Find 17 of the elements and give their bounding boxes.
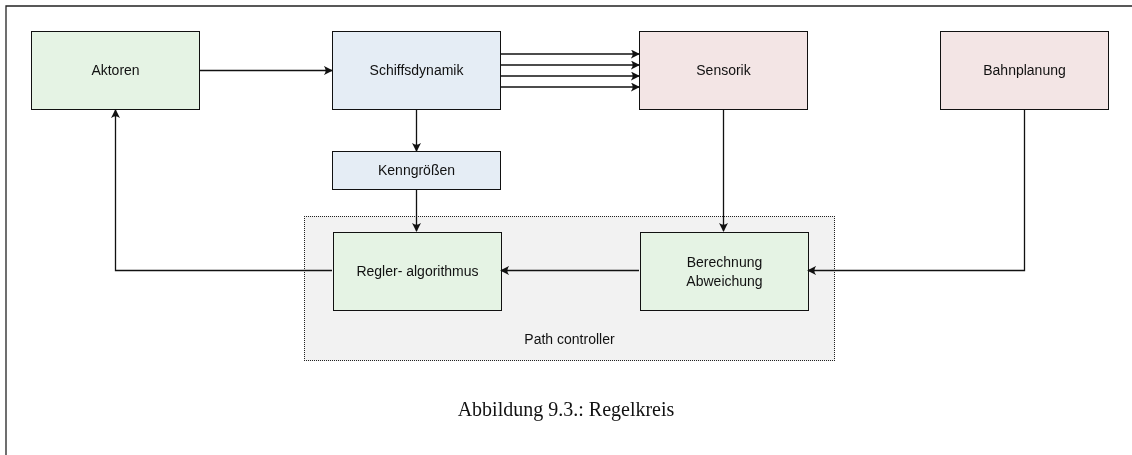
group-box [304,216,835,361]
process-box [332,151,501,190]
process-box [333,232,502,311]
figure-caption: Abbildung 9.3.: Regelkreis [456,398,676,421]
process-box [31,31,200,110]
node-label: Kenngrößen [377,161,456,180]
node-label: Regler- algorithmus [356,262,479,281]
node-label: Schiffsdynamik [369,61,464,80]
node-label: Path controller [524,329,615,348]
node-label: Aktoren [91,61,140,80]
process-box [639,31,808,110]
node-label: Bahnplanung [983,61,1066,80]
process-box [332,31,501,110]
node-label: Berechnung Abweichung [685,253,764,290]
process-box [640,232,809,311]
node-label: Sensorik [696,61,751,80]
process-box [940,31,1109,110]
